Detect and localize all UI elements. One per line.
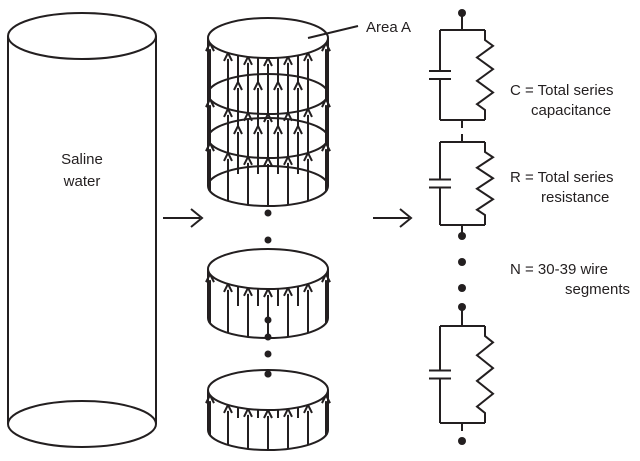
segments-label-line1: N = 30-39 wire [510,261,608,278]
stack-bottom-arc [207,429,329,451]
capacitance-label-line1: C = Total series [510,82,614,99]
transition-arrow-1 [163,208,204,228]
resistance-label-line1: R = Total series [510,169,614,186]
circuit-labels: C = Total series capacitance R = Total s… [510,82,630,298]
disc-ellipse [207,248,329,290]
disc-stack-bottom [205,369,331,451]
transition-arrow-2 [373,208,413,228]
disc-stack-top [205,17,331,207]
resistor-zigzag [475,30,495,120]
resistance-label-line2: resistance [541,189,609,206]
capacitance-label-line2: capacitance [531,102,611,119]
stack-bottom-arc-back [207,165,329,187]
saline-label-line1: Saline [61,151,103,168]
segments-label-line2: segments [565,281,630,298]
saline-water-cylinder: Saline water [7,12,157,448]
disc-stack-middle [205,248,331,339]
area-label: Area A [366,19,411,36]
stack-ellipsis-dots [264,209,272,378]
area-label-group: Area A [307,19,411,39]
resistor-zigzag [475,326,495,423]
saline-label-line2: water [63,173,101,190]
equivalent-circuit [429,9,495,445]
resistor-zigzag [475,142,495,225]
stack-bottom-arc [207,185,329,207]
disc-ellipse [207,369,329,411]
